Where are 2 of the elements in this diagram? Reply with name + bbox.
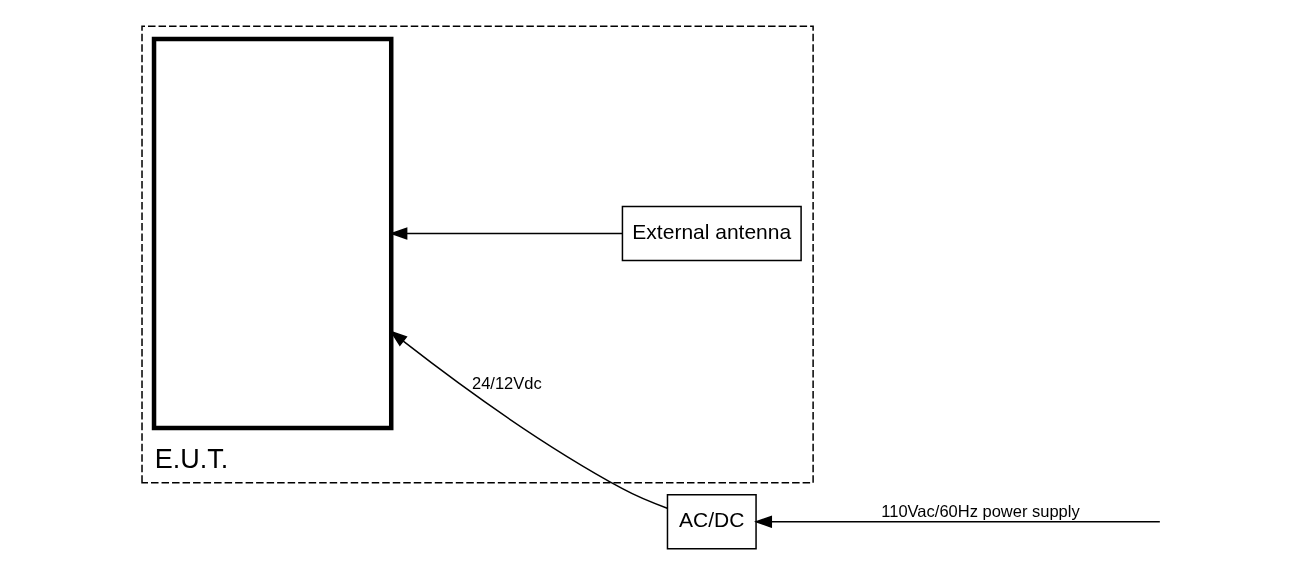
edge-label: 110Vac/60Hz power supply	[880, 501, 1080, 520]
edge-label: 24/12Vdc	[471, 374, 542, 393]
